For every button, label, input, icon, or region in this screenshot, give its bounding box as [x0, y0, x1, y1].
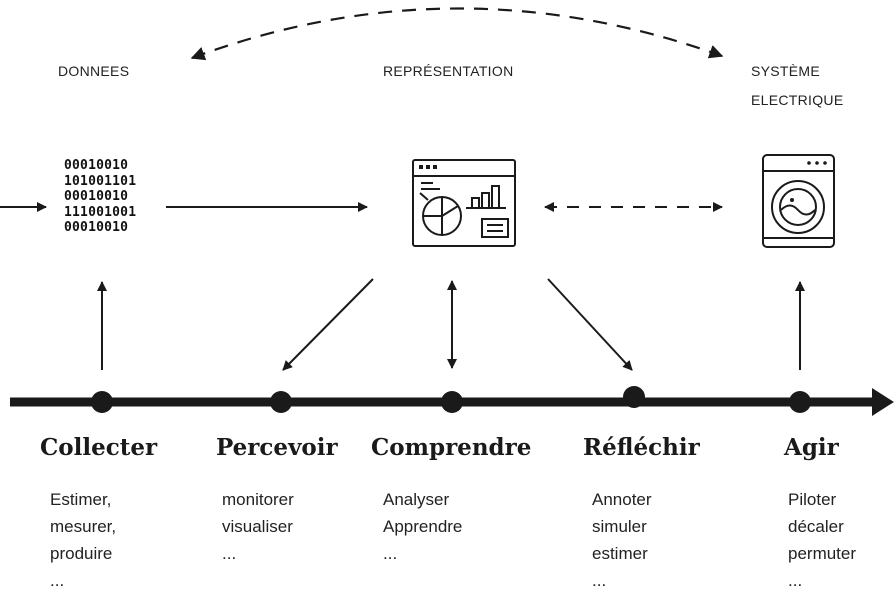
node-percevoir [270, 391, 292, 413]
stage-title-agir: Agir [784, 434, 839, 461]
timeline-arrowhead [872, 388, 894, 416]
node-collecter [91, 391, 113, 413]
stage-desc-percevoir: monitorer visualiser ... [222, 486, 294, 567]
desc-line: Annoter [592, 490, 652, 509]
binary-line: 111001001 [64, 204, 137, 220]
stage-desc-comprendre: Analyser Apprendre ... [383, 486, 462, 567]
header-electrique: ELECTRIQUE [751, 92, 844, 108]
desc-line: ... [383, 544, 398, 563]
desc-line: décaler [788, 517, 844, 536]
washing-machine-icon [762, 154, 835, 248]
header-donnees: DONNEES [58, 63, 130, 79]
binary-line: 00010010 [64, 220, 129, 235]
stage-title-percevoir: Percevoir [216, 434, 338, 461]
desc-line: mesurer, [50, 517, 117, 536]
desc-line: simuler [592, 517, 647, 536]
desc-line: Piloter [788, 490, 837, 509]
node-comprendre [441, 391, 463, 413]
desc-line: ... [592, 571, 607, 590]
desc-line: ... [222, 544, 237, 563]
stage-desc-reflechir: Annoter simuler estimer ... [592, 486, 652, 594]
binary-line: 00010010 [64, 189, 129, 204]
node-agir [789, 391, 811, 413]
stage-title-collecter: Collecter [40, 434, 158, 461]
desc-line: produire [50, 544, 113, 563]
desc-line: Analyser [383, 490, 450, 509]
desc-line: ... [50, 571, 65, 590]
desc-line: permuter [788, 544, 857, 563]
binary-line: 00010010 [64, 158, 129, 173]
representation-to-percevoir-arrow [282, 278, 374, 371]
binary-data-icon: 00010010 101001101 00010010 111001001 00… [64, 158, 136, 236]
header-representation: REPRÉSENTATION [383, 63, 514, 79]
binary-line: 101001101 [64, 173, 137, 189]
node-reflechir [623, 386, 645, 408]
dashboard-icon [412, 159, 516, 247]
desc-line: Apprendre [383, 517, 463, 536]
desc-line: ... [788, 571, 803, 590]
top-dashed-arrow [190, 7, 724, 61]
desc-line: Estimer, [50, 490, 112, 509]
representation-to-reflechir-arrow [547, 278, 633, 371]
stage-desc-collecter: Estimer, mesurer, produire ... [50, 486, 116, 594]
stage-title-comprendre: Comprendre [371, 434, 532, 461]
desc-line: monitorer [222, 490, 294, 509]
desc-line: estimer [592, 544, 648, 563]
stage-desc-agir: Piloter décaler permuter ... [788, 486, 856, 594]
stage-title-reflechir: Réfléchir [583, 434, 700, 461]
desc-line: visualiser [222, 517, 293, 536]
header-systeme: SYSTÈME [751, 63, 821, 79]
